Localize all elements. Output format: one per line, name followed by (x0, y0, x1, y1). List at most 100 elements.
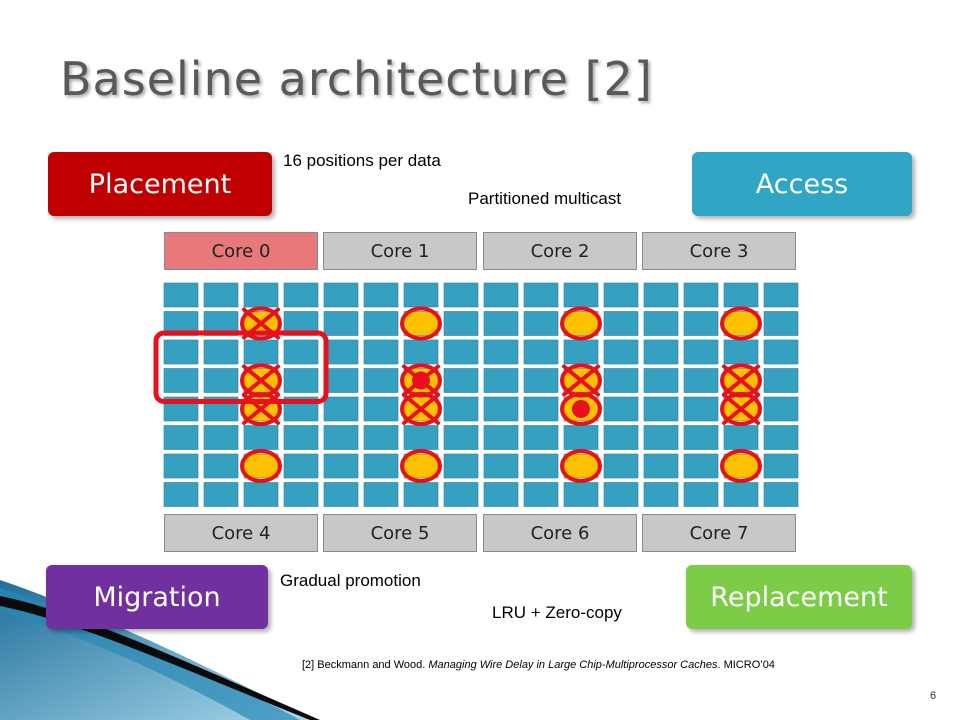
cache-bank-cell (323, 453, 359, 479)
cross-mark (722, 393, 760, 425)
cache-bank-cell (243, 425, 279, 450)
data-bank-cell (563, 453, 599, 479)
cache-bank-cell (763, 453, 799, 479)
cross-mark (722, 364, 760, 397)
cross-mark (242, 364, 280, 397)
cache-bank-cell (683, 396, 719, 422)
multicast-note: Partitioned multicast (468, 189, 622, 208)
reference-citation: [2] Beckmann and Wood. Managing Wire Del… (302, 659, 775, 671)
cache-bank-cell (163, 453, 199, 479)
cache-bank-cell (723, 339, 759, 365)
cache-bank-cell (683, 311, 719, 336)
data-position-oval (240, 392, 282, 426)
cache-bank-cell (603, 282, 639, 308)
cache-bank-cell (243, 482, 279, 507)
cache-bank-cell (483, 396, 519, 422)
cache-bank-cell (243, 339, 279, 365)
placement-region-outline (153, 330, 329, 404)
positions-note: 16 positions per data (283, 151, 441, 170)
cache-bank-cell (643, 339, 679, 365)
cache-bank-cell (443, 453, 479, 479)
cache-bank-cell (363, 482, 399, 507)
cache-bank-cell (643, 311, 679, 336)
cache-bank-cell (563, 425, 599, 450)
access-dot (572, 400, 590, 418)
cache-bank-cell (643, 368, 679, 393)
data-bank-cell (723, 453, 759, 479)
cache-bank-cell (163, 339, 199, 365)
cache-bank-cell (203, 453, 239, 479)
lru-note: LRU + Zero-copy (492, 603, 622, 622)
cache-bank-cell (643, 453, 679, 479)
cache-bank-cell (443, 282, 479, 308)
cache-bank-cell (283, 282, 319, 308)
cache-bank-cell (403, 425, 439, 450)
cache-bank-cell (563, 339, 599, 365)
cache-bank-cell (763, 282, 799, 308)
cache-bank-cell (723, 482, 759, 507)
cache-bank-cell (323, 425, 359, 450)
cache-bank-cell (643, 282, 679, 308)
cache-bank-cell (163, 282, 199, 308)
cache-bank-cell (403, 482, 439, 507)
cache-bank-cell (763, 311, 799, 336)
data-bank-cell (723, 311, 759, 336)
cache-bank-cell (363, 282, 399, 308)
data-position-oval (560, 306, 602, 341)
data-position-oval (560, 449, 602, 483)
cache-bank-cell (763, 425, 799, 450)
cache-bank-cell (363, 453, 399, 479)
cache-bank-cell (563, 282, 599, 308)
cache-bank-cell (363, 425, 399, 450)
data-bank-cell (403, 311, 439, 336)
cache-bank-cell (683, 482, 719, 507)
data-bank-cell (403, 453, 439, 479)
cache-bank-cell (323, 482, 359, 507)
cross-mark (562, 364, 600, 397)
cache-bank-cell (603, 453, 639, 479)
cache-bank-cell (763, 339, 799, 365)
cache-bank-cell (363, 396, 399, 422)
core-3: Core 3 (642, 232, 796, 270)
cache-bank-cell (763, 396, 799, 422)
cache-bank-cell (443, 311, 479, 336)
cache-bank-cell (523, 339, 559, 365)
cache-bank-cell (523, 396, 559, 422)
cache-bank-cell (643, 482, 679, 507)
cache-bank-cell (443, 425, 479, 450)
data-position-oval (720, 392, 762, 426)
access-badge: Access (692, 152, 912, 216)
cache-bank-cell (603, 396, 639, 422)
cache-bank-cell (323, 311, 359, 336)
cache-bank-cell (363, 311, 399, 336)
cache-bank-cell (203, 368, 239, 393)
cache-bank-cell (203, 425, 239, 450)
cache-bank-cell (443, 368, 479, 393)
cache-bank-cell (643, 396, 679, 422)
cache-bank-cell (523, 311, 559, 336)
cache-bank-cell (763, 482, 799, 507)
reference-title: Managing Wire Delay in Large Chip-Multip… (428, 659, 718, 671)
core-0: Core 0 (164, 232, 318, 270)
cache-bank-cell (363, 368, 399, 393)
cache-bank-cell (523, 453, 559, 479)
cache-bank-cell (283, 425, 319, 450)
cache-bank-cell (283, 339, 319, 365)
cache-bank-cell (323, 396, 359, 422)
cache-bank-cell (603, 425, 639, 450)
cache-bank-cell (163, 482, 199, 507)
cache-bank-cell (523, 368, 559, 393)
replacement-badge: Replacement (686, 565, 912, 629)
core-4: Core 4 (164, 514, 318, 552)
cross-mark (402, 393, 440, 425)
cache-bank-cell (323, 368, 359, 393)
data-position-oval (400, 449, 442, 483)
data-bank-cell (243, 453, 279, 479)
cross-mark (402, 364, 440, 397)
cache-bank-cell (523, 282, 559, 308)
cache-bank-cell (563, 482, 599, 507)
cache-bank-cell (763, 368, 799, 393)
cache-bank-cell (323, 339, 359, 365)
cache-bank-cell (283, 453, 319, 479)
